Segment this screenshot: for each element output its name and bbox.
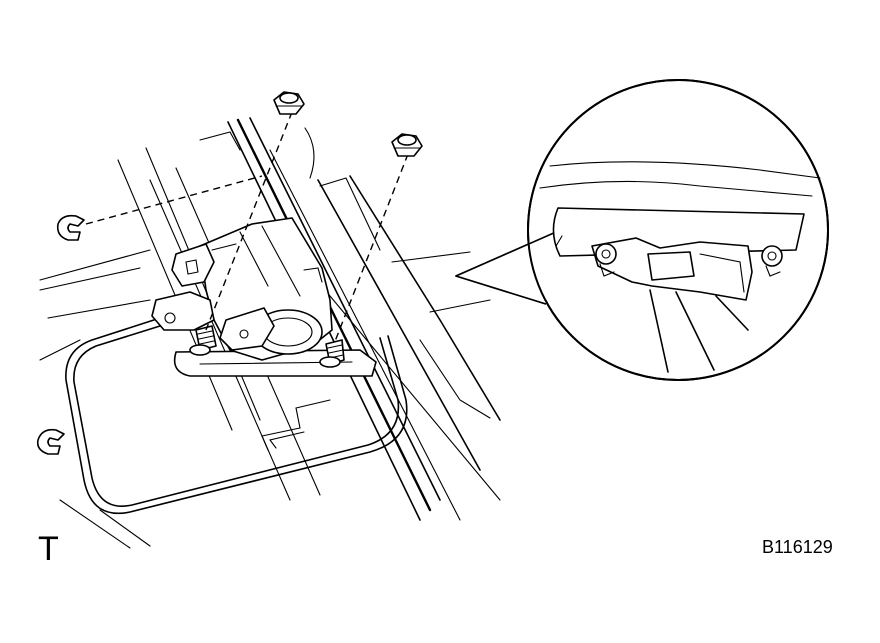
stud-bolt-icon [189,325,345,368]
actuator-assembly-icon [151,217,333,361]
nut-icon [391,133,423,157]
magnified-view-icon [455,79,829,381]
corner-mark-label: T [38,530,59,568]
nut-icon [273,91,305,115]
guide-lines [85,111,409,345]
clip-icon [56,214,85,241]
pipe-loop-icon [65,317,408,514]
figure-code-label: B116129 [762,537,833,557]
clip-icon [36,428,65,455]
